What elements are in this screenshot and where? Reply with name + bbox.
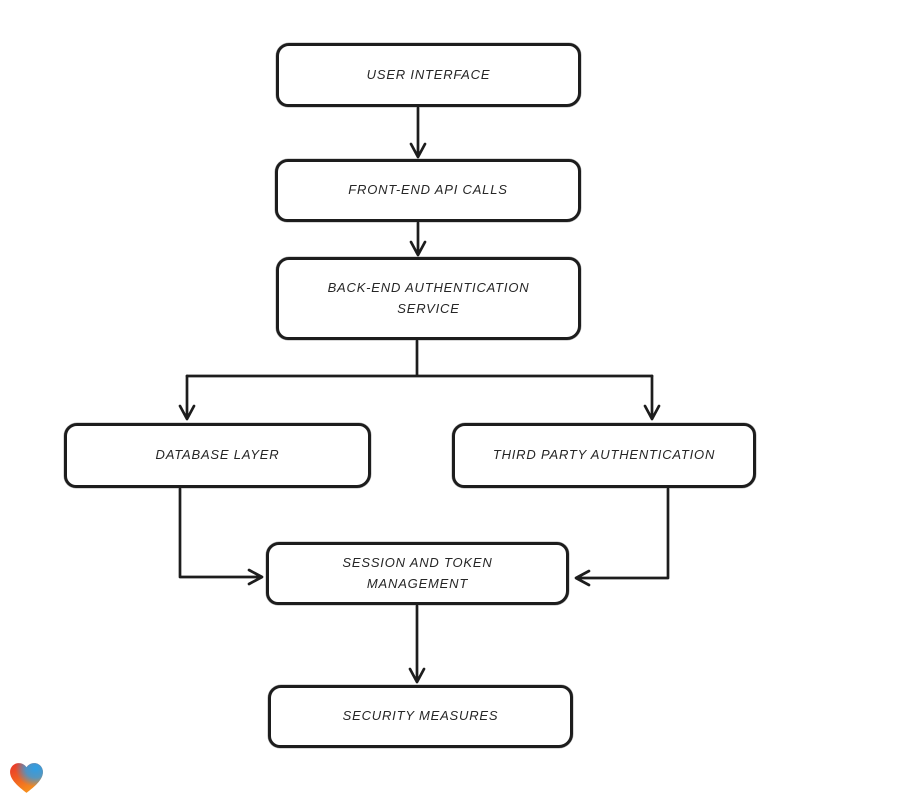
node-label: USER INTERFACE <box>366 66 491 82</box>
node-back-end-authentication-service[interactable]: BACK-END AUTHENTICATION SERVICE <box>276 257 581 340</box>
edge-third-party-authentication-to-session-and-token-management <box>574 487 670 587</box>
edge-split-to-third-party-authentication <box>643 374 661 421</box>
edge-session-and-token-management-to-security-measures <box>408 604 426 684</box>
edge-split-to-database-layer <box>178 374 196 421</box>
edge-front-end-api-calls-to-back-end-authentication-service <box>409 221 427 257</box>
node-label: THIRD PARTY AUTHENTICATION <box>492 447 716 463</box>
edge-database-layer-to-session-and-token-management <box>178 487 264 586</box>
node-label: SECURITY MEASURES <box>342 708 499 724</box>
node-security-measures[interactable]: SECURITY MEASURES <box>268 685 573 748</box>
node-database-layer[interactable]: DATABASE LAYER <box>64 423 371 488</box>
edge-user-interface-to-front-end-api-calls <box>409 106 427 159</box>
node-label: FRONT-END API CALLS <box>348 182 508 198</box>
heart-icon <box>10 763 43 793</box>
heart-logo[interactable] <box>8 760 45 796</box>
node-front-end-api-calls[interactable]: FRONT-END API CALLS <box>275 159 581 222</box>
node-label: BACK-END AUTHENTICATION SERVICE <box>327 280 530 316</box>
node-user-interface[interactable]: USER INTERFACE <box>276 43 581 107</box>
node-label: DATABASE LAYER <box>155 447 280 463</box>
node-label: SESSION AND TOKEN MANAGEMENT <box>342 555 493 591</box>
edge-back-end-authentication-service-split <box>185 339 654 378</box>
node-third-party-authentication[interactable]: THIRD PARTY AUTHENTICATION <box>452 423 756 488</box>
node-session-and-token-management[interactable]: SESSION AND TOKEN MANAGEMENT <box>266 542 569 605</box>
